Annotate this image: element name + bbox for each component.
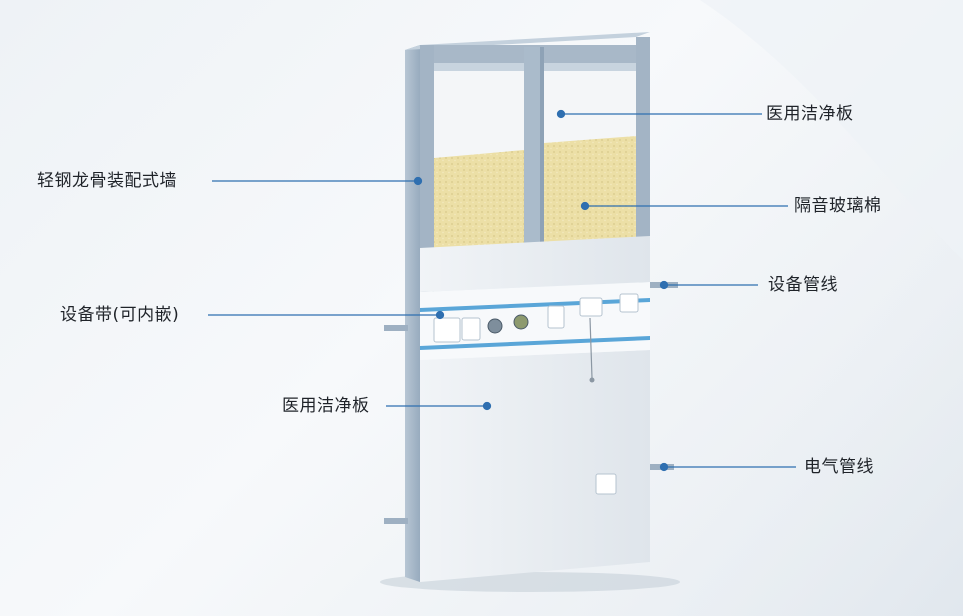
clean-panel-lower [420, 350, 650, 582]
frame-left-face [405, 45, 420, 582]
glass-wool-left [434, 150, 524, 250]
frame-stud-edge [540, 47, 544, 247]
belt-socket-3 [548, 306, 564, 328]
belt-socket-4 [620, 294, 638, 312]
dot-panel-lower [484, 403, 491, 410]
opening-inner-rim-l [434, 63, 524, 71]
label-steel-frame-wall: 轻钢龙骨装配式墙 [37, 171, 177, 191]
frame-opening-left [434, 63, 524, 158]
dot-equipment-belt [437, 312, 444, 319]
dot-equipment-pipes [661, 282, 668, 289]
dot-steel-frame [415, 178, 422, 185]
belt-switch [580, 298, 602, 316]
pipe-left-upper [384, 325, 408, 331]
wall-socket [596, 474, 616, 494]
belt-socket-1 [434, 318, 460, 342]
frame-opening-right [544, 63, 636, 143]
dot-electrical-pipes [661, 464, 668, 471]
label-equipment-pipes: 设备管线 [768, 275, 838, 295]
label-panel-upper: 医用洁净板 [766, 104, 854, 124]
pipe-left-lower [384, 518, 408, 524]
label-glass-wool: 隔音玻璃棉 [794, 196, 882, 216]
dot-panel-upper [558, 111, 565, 118]
belt-socket-2 [462, 318, 480, 340]
gas-outlet-1 [488, 319, 502, 333]
dot-glass-wool [582, 203, 589, 210]
frame-mid-stud [524, 47, 540, 247]
glass-wool-right [544, 136, 636, 242]
label-electrical-pipes: 电气管线 [804, 457, 874, 477]
label-panel-lower: 医用洁净板 [282, 396, 370, 416]
label-equipment-belt: 设备带(可内嵌) [60, 305, 179, 325]
call-cord-bead [590, 378, 595, 383]
opening-inner-rim-r [544, 63, 636, 71]
gas-outlet-2 [514, 315, 528, 329]
